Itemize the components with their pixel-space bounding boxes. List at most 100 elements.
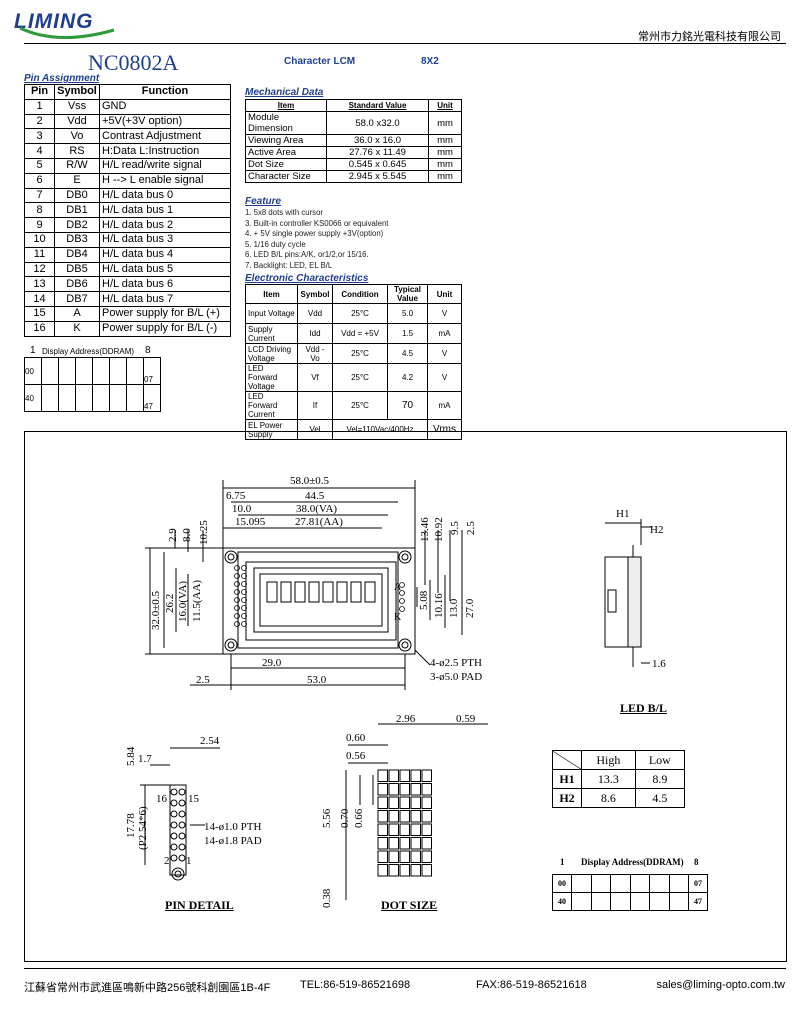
dot-cell <box>377 864 388 877</box>
dim-va-height: 16.0(VA) <box>177 581 189 622</box>
footer-divider <box>24 968 786 969</box>
pin-cell: H/L data bus 1 <box>99 202 231 219</box>
pin-cell: R/W <box>54 157 100 174</box>
elec-cell: 70 <box>387 391 428 420</box>
pin-cell: 4 <box>24 143 55 159</box>
mech-cell: mm <box>428 158 462 171</box>
feature-item: 1. 5x8 dots with cursor <box>245 208 324 217</box>
dim-675: 6.75 <box>226 490 246 502</box>
feature-title: Feature <box>245 196 282 207</box>
elec-table-header: Condition <box>332 284 388 304</box>
pin-cell: Vo <box>54 128 100 145</box>
ddram-cell: 00 <box>552 874 572 893</box>
pin-cell: H --> L enable signal <box>99 172 231 189</box>
dot-cell <box>399 850 410 863</box>
dot-556: 5.56 <box>321 808 333 828</box>
mech-cell: 0.545 x 0.645 <box>326 158 429 171</box>
ddram-cell: 07 <box>143 357 161 385</box>
feature-item: 5. 1/16 duty cycle <box>245 239 306 249</box>
dot-size-drawing: 2.96 0.59 0.60 0.56 5.56 0.70 0.66 0.38 <box>321 713 488 908</box>
pin-d254: 2.54 <box>200 735 220 747</box>
elec-cell: 25°C <box>332 391 388 420</box>
elec-cell: mA <box>427 323 462 344</box>
dot-cell <box>388 810 399 823</box>
elec-table-header: Symbol <box>297 284 333 304</box>
elec-cell: Vel <box>297 419 333 440</box>
ddram-label: Display Address(DDRAM) <box>42 347 135 356</box>
ddram-cell: 07 <box>688 874 708 893</box>
pin-cell: Power supply for B/L (-) <box>99 320 231 337</box>
pin-cell: DB5 <box>54 261 100 278</box>
hl-header: Low <box>634 750 686 770</box>
dot-cell <box>377 837 388 850</box>
dim-1025: 10.25 <box>198 520 210 545</box>
pin-cell: Vss <box>54 98 100 115</box>
pin-cell: DB7 <box>54 291 100 307</box>
elec-cell: Idd <box>297 323 333 344</box>
pin-cell: 7 <box>24 187 55 204</box>
pin-cell: H/L data bus 4 <box>99 246 231 263</box>
pin-detail-drawing: 2.54 5.84 1.7 17.78 (P2.54*6) 16 15 2 1 … <box>125 735 262 881</box>
mech-cell: Module Dimension <box>245 111 327 135</box>
mech-cell: Viewing Area <box>245 134 327 147</box>
pin-cell: Vdd <box>54 113 100 130</box>
pin-15: 15 <box>188 793 200 805</box>
dot-cell <box>421 810 432 823</box>
pin-cell: 2 <box>24 113 55 130</box>
dot-cell <box>421 769 432 782</box>
mech-cell: 36.0 x 16.0 <box>326 134 429 147</box>
pin-cell: +5V(+3V option) <box>99 113 231 130</box>
feature-item: 6. LED B/L pins:A/K, or1/2,or 15/16. <box>245 250 369 259</box>
dot-cell <box>410 783 421 796</box>
model-number: NC0802A <box>88 50 179 75</box>
elec-cell: LCD Driving Voltage <box>245 343 298 364</box>
dim-aa-width: 27.81(AA) <box>295 516 343 528</box>
pin-cell: E <box>54 172 100 189</box>
dim-95: 9.5 <box>449 521 461 535</box>
elec-cell: LED Forward Voltage <box>245 363 298 392</box>
dot-cell <box>388 783 399 796</box>
side-view-drawing: H1 H2 1.6 <box>604 508 666 670</box>
dot-cell <box>377 783 388 796</box>
dot-cell <box>421 850 432 863</box>
pad-note: 3-ø5.0 PAD <box>430 671 482 683</box>
dot-cell <box>399 837 410 850</box>
pin-cell: 13 <box>24 276 55 293</box>
pin-cell: 16 <box>24 320 55 337</box>
pin-cell: DB3 <box>54 231 100 248</box>
dot-070: 0.70 <box>339 808 351 828</box>
dim-overall-width: 58.0±0.5 <box>290 475 330 487</box>
elec-cell: LED Forward Current <box>245 391 298 420</box>
dot-cell <box>410 837 421 850</box>
mech-cell: 27.76 x 11.49 <box>326 146 429 159</box>
pin-cell: H/L data bus 6 <box>99 276 231 293</box>
dot-cell <box>410 823 421 836</box>
ddram-end: 8 <box>145 345 151 356</box>
pin-detail-caption: PIN DETAIL <box>165 898 234 912</box>
dot-cell <box>410 850 421 863</box>
pin-cell: H/L data bus 7 <box>99 291 231 307</box>
pin-cell: H/L data bus 5 <box>99 261 231 278</box>
footer-fax: FAX:86-519-86521618 <box>476 979 587 991</box>
pin-table-header: Function <box>99 84 231 100</box>
ddram-start: 1 <box>30 345 36 356</box>
pin-d254x6: (P2.54*6) <box>137 806 149 850</box>
elec-table-header: Item <box>245 284 298 304</box>
mech-table-header: Unit <box>428 99 462 112</box>
dot-cell <box>410 769 421 782</box>
footer-email[interactable]: sales@liming-opto.com.tw <box>656 979 785 991</box>
